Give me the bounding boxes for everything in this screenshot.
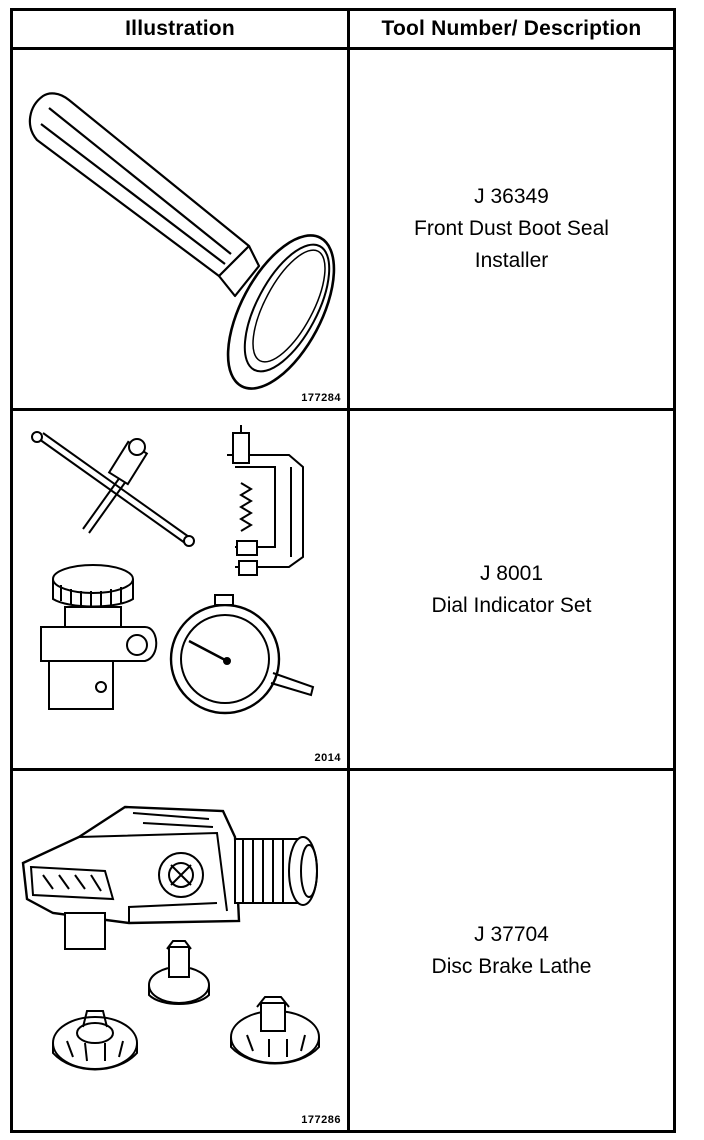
table-row: 177284 J 36349 Front Dust Boot Seal Inst… — [13, 50, 673, 408]
illustration-cell: 177284 — [13, 50, 347, 408]
header-tool-description: Tool Number/ Description — [381, 17, 642, 40]
row-divider — [13, 768, 673, 771]
table-row: 2014 J 8001 Dial Indicator Set — [13, 411, 673, 768]
row-divider — [13, 47, 673, 50]
figure-number: 177284 — [301, 392, 341, 404]
disc-brake-lathe-icon — [21, 805, 320, 1071]
description-cell: J 36349 Front Dust Boot Seal Installer — [350, 50, 673, 408]
tool-number: J 8001 — [479, 561, 544, 585]
description-cell: J 8001 Dial Indicator Set — [350, 411, 673, 768]
tool-table: Illustration Tool Number/ Description — [10, 8, 676, 1133]
tool-description-line: Installer — [474, 249, 549, 272]
seal-installer-tool-icon — [28, 92, 336, 390]
tool-description-line: Disc Brake Lathe — [431, 954, 592, 978]
figure-number: 2014 — [314, 752, 341, 764]
illustration-cell: 2014 — [13, 411, 347, 768]
table-row: 177286 J 37704 Disc Brake Lathe — [13, 771, 673, 1130]
header-illustration: Illustration — [125, 17, 235, 40]
tool-number: J 36349 — [474, 185, 549, 208]
description-cell: J 37704 Disc Brake Lathe — [350, 771, 673, 1130]
tool-description-line: Dial Indicator Set — [431, 593, 592, 617]
column-divider — [347, 11, 350, 1130]
figure-number: 177286 — [301, 1114, 341, 1126]
row-divider — [13, 408, 673, 411]
dial-indicator-set-icon — [31, 425, 315, 715]
illustration-cell: 177286 — [13, 771, 347, 1130]
tool-number: J 37704 — [474, 922, 549, 946]
tool-description-line: Front Dust Boot Seal — [414, 217, 609, 240]
